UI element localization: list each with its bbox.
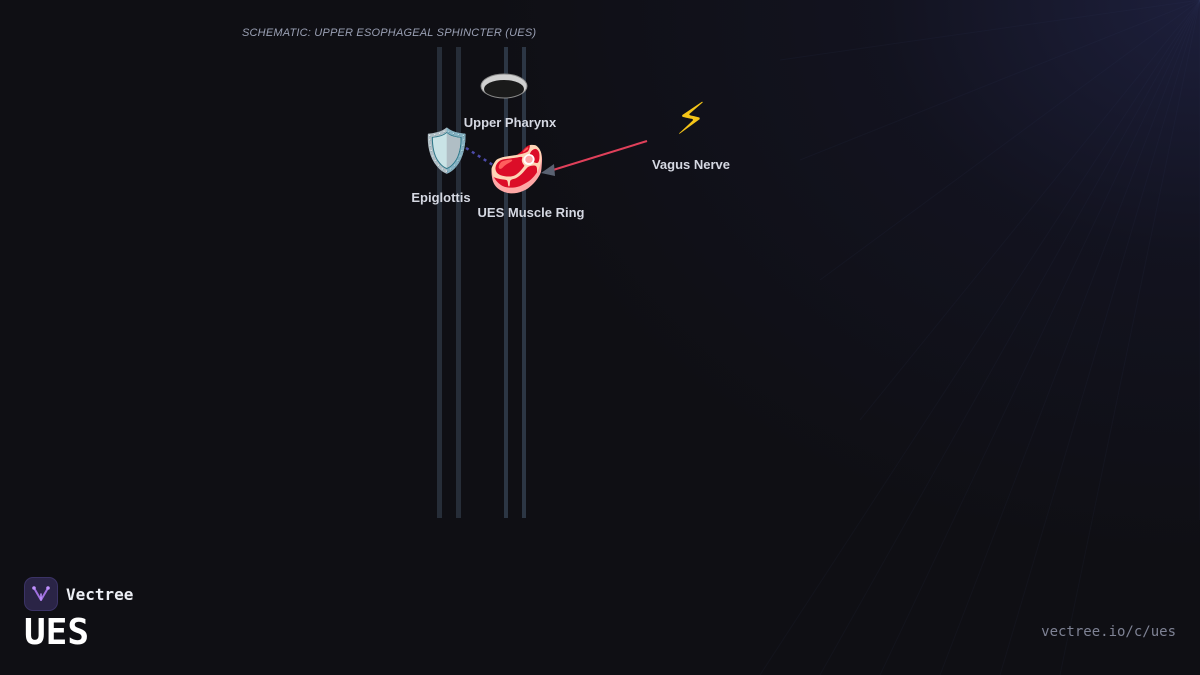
tube-wall-right-outer [522, 47, 526, 518]
brand[interactable]: Vectree [24, 577, 133, 611]
shield-icon: 🛡️ [420, 127, 474, 174]
edge-vagus-ues [552, 140, 648, 171]
tube-wall-right-inner [504, 47, 508, 518]
page-title: UES [24, 612, 90, 653]
tube-wall-left-outer [437, 47, 442, 518]
schematic-title: SCHEMATIC: UPPER ESOPHAGEAL SPHINCTER (U… [242, 27, 537, 39]
pharynx-ring-icon [480, 73, 528, 99]
tube-wall-left-inner [456, 47, 461, 518]
vectree-logo-icon [24, 577, 58, 611]
edge-epiglottis-ues [465, 146, 497, 169]
label-vagus-nerve: Vagus Nerve [651, 157, 731, 172]
brand-name: Vectree [66, 584, 134, 604]
label-ues-muscle-ring: UES Muscle Ring [477, 205, 585, 220]
edge-vagus-ues-arrowhead [541, 164, 555, 176]
page-url[interactable]: vectree.io/c/ues [1041, 624, 1176, 640]
muscle-meat-icon: 🥩 [488, 143, 546, 195]
label-upper-pharynx: Upper Pharynx [463, 115, 557, 130]
label-epiglottis: Epiglottis [411, 190, 471, 205]
lightning-icon: ⚡ [675, 95, 707, 144]
